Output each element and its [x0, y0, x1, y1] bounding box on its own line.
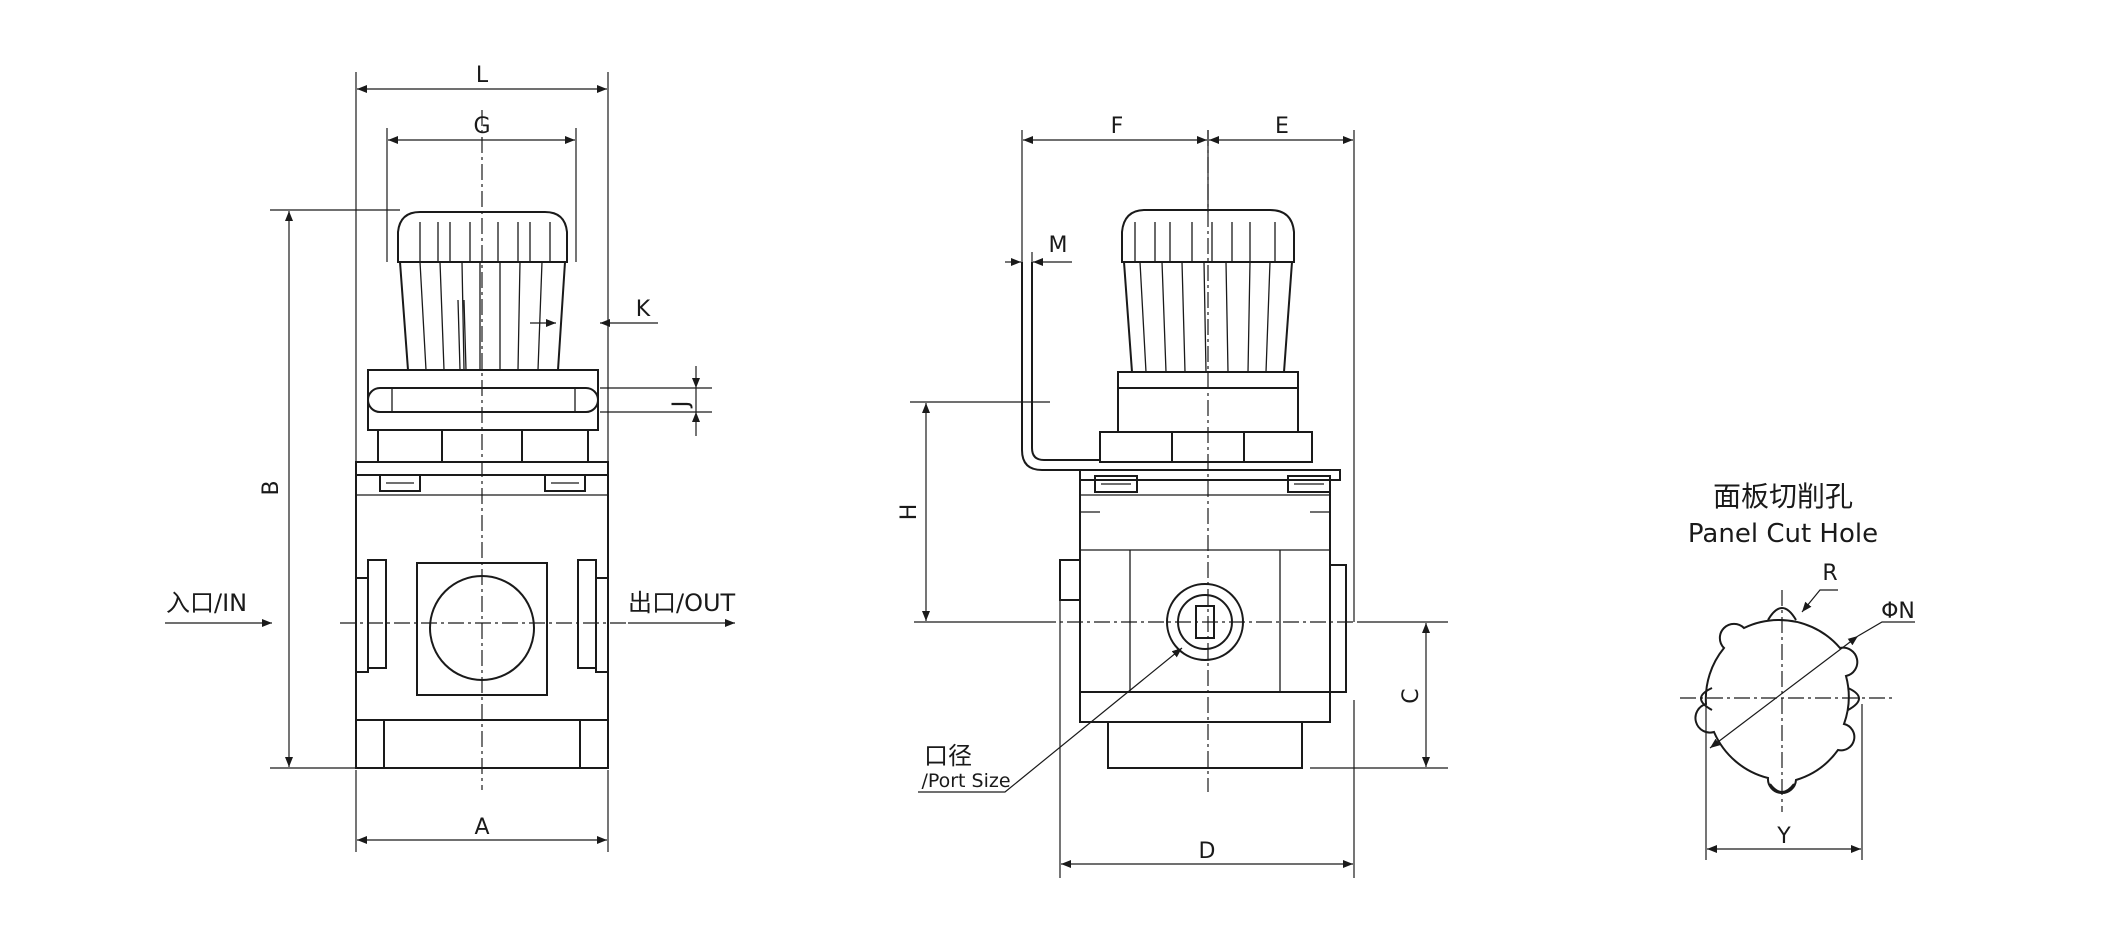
front-knob-grips	[419, 261, 543, 371]
front-bonnet	[367, 369, 599, 431]
front-panel-nut	[367, 387, 599, 413]
dim-C: C	[1399, 688, 1424, 703]
dim-Y: Y	[1776, 824, 1791, 849]
front-knob-ribs	[419, 222, 551, 262]
side-view	[1021, 130, 1360, 792]
panel-hole-outline	[1694, 618, 1859, 795]
dim-E: E	[1275, 114, 1289, 139]
dim-G: G	[473, 114, 490, 139]
dim-H: H	[897, 504, 922, 521]
dim-J: J	[669, 401, 694, 410]
side-knob-cap	[1121, 209, 1295, 263]
front-knob-cap	[397, 211, 568, 263]
inlet-label: 入口/IN	[166, 589, 247, 617]
dim-PhiN: ΦN	[1881, 599, 1915, 624]
panel-title-en: Panel Cut Hole	[1688, 519, 1878, 549]
dim-K: K	[636, 297, 651, 322]
dim-D: D	[1199, 839, 1216, 864]
dim-A: A	[474, 815, 489, 840]
panel-cut-hole: 面板切削孔 Panel Cut Hole ΦN R Y	[1680, 480, 1915, 860]
side-dimensions: F E M H C D 口径 /Port Size	[897, 114, 1448, 878]
front-dimensions: L G K J B A 入口/IN 出口/OUT	[165, 63, 736, 852]
dim-B: B	[259, 480, 284, 495]
panel-title-cn: 面板切削孔	[1713, 480, 1853, 513]
side-panel-bracket	[1021, 262, 1340, 471]
front-screws	[379, 474, 586, 492]
front-hex-nut	[377, 429, 589, 463]
dim-R: R	[1822, 561, 1837, 586]
port-size-en: /Port Size	[921, 770, 1010, 792]
port-size-cn: 口径	[924, 742, 972, 770]
outlet-label: 出口/OUT	[628, 589, 736, 617]
side-body	[1079, 479, 1331, 723]
dim-M: M	[1049, 233, 1068, 258]
front-view	[340, 110, 630, 790]
front-body	[355, 474, 609, 769]
dim-L: L	[476, 63, 489, 88]
dim-F: F	[1111, 114, 1124, 139]
